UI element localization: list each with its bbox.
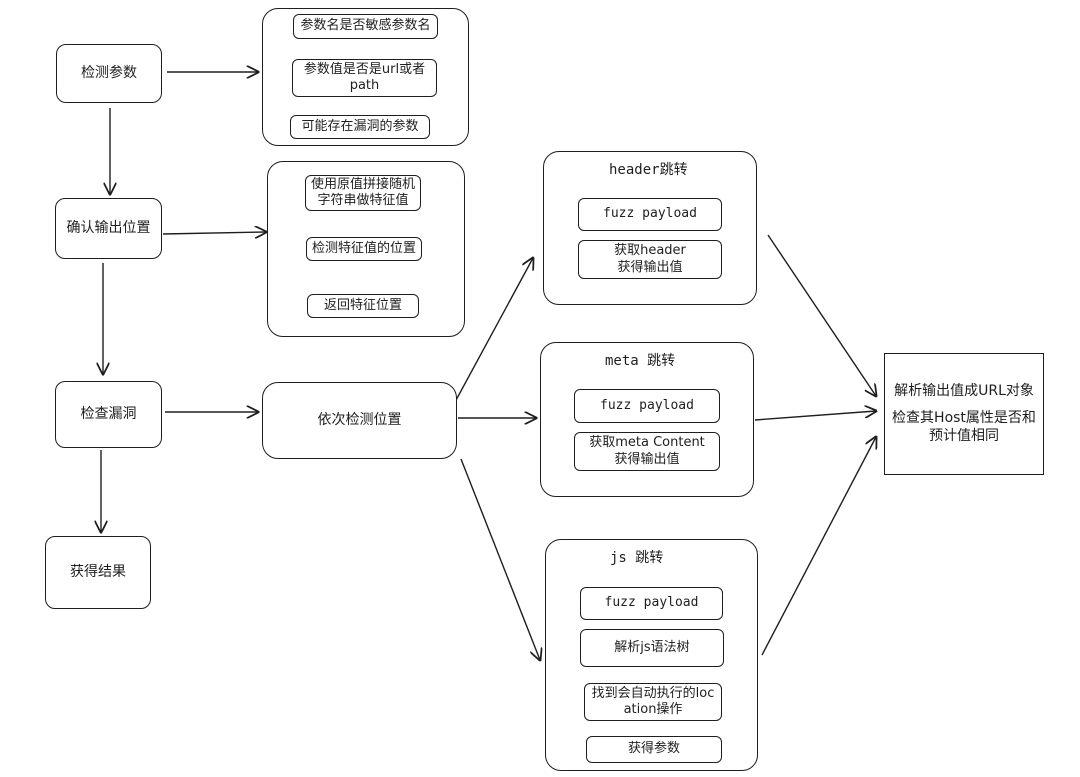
js-fuzz-payload: fuzz payload [580,587,723,620]
js-get-param: 获得参数 [586,736,722,763]
meta-redirect-title: meta 跳转 [605,353,676,369]
meta-fuzz-payload: fuzz payload [574,389,720,423]
params-step-url-or-path-label: 参数值是否是url或者 path [303,61,426,93]
output-step-feature-value: 使用原值拼接随机 字符串做特征值 [305,175,421,211]
js-find-location-label: 找到会自动执行的loc ation操作 [591,685,715,717]
output-step-feature-value-label: 使用原值拼接随机 字符串做特征值 [310,176,415,208]
parse-output-line2: 检查其Host属性是否和 预计值相同 [892,410,1036,444]
parse-output-result: 解析输出值成URL对象 检查其Host属性是否和 预计值相同 [884,353,1044,475]
confirm-output-label: 确认输出位置 [66,219,151,236]
get-result-label: 获得结果 [70,563,126,580]
arrow-header-to-result [767,234,876,396]
output-step-return-position: 返回特征位置 [307,294,419,318]
confirm-output-node: 确认输出位置 [55,198,162,259]
arrow-confirm-to-output [162,232,266,234]
arrow-meta-to-result [754,411,876,421]
parse-output-line1: 解析输出值成URL对象 [894,382,1034,399]
js-redirect-title: js 跳转 [610,550,664,566]
output-step-return-position-label: 返回特征位置 [323,297,402,313]
meta-get-output-label: 获取meta Content 获得输出值 [589,435,705,467]
header-get-output-label: 获取header 获得输出值 [614,243,686,275]
seq-detect-node: 依次检测位置 [262,382,457,459]
js-get-param-label: 获得参数 [627,741,680,757]
params-step-possible-vuln-label: 可能存在漏洞的参数 [301,118,419,134]
arrow-seq-to-header [454,258,533,403]
check-vuln-node: 检查漏洞 [55,381,162,448]
js-fuzz-payload-label: fuzz payload [604,595,699,611]
header-fuzz-payload-label: fuzz payload [603,206,697,222]
arrow-seq-to-js [460,458,540,660]
js-parse-ast: 解析js语法树 [580,629,724,667]
meta-get-output: 获取meta Content 获得输出值 [574,432,720,471]
output-step-detect-position-label: 检测特征值的位置 [311,240,416,256]
detect-params-node: 检测参数 [56,44,162,103]
seq-detect-label: 依次检测位置 [317,411,402,428]
js-find-location: 找到会自动执行的loc ation操作 [584,683,722,721]
js-parse-ast-label: 解析js语法树 [614,639,690,655]
detect-params-label: 检测参数 [81,64,137,81]
header-get-output: 获取header 获得输出值 [578,240,722,279]
get-result-node: 获得结果 [45,536,151,609]
params-step-sensitive-name-label: 参数名是否敏感参数名 [300,18,431,34]
params-step-possible-vuln: 可能存在漏洞的参数 [290,115,430,139]
header-fuzz-payload: fuzz payload [578,198,722,231]
output-step-detect-position: 检测特征值的位置 [306,237,422,261]
header-redirect-title: header跳转 [609,162,688,178]
check-vuln-label: 检查漏洞 [80,405,137,422]
arrow-js-to-result [761,437,876,656]
meta-fuzz-payload-label: fuzz payload [600,397,694,413]
params-step-sensitive-name: 参数名是否敏感参数名 [293,14,438,39]
params-step-url-or-path: 参数值是否是url或者 path [292,59,437,97]
